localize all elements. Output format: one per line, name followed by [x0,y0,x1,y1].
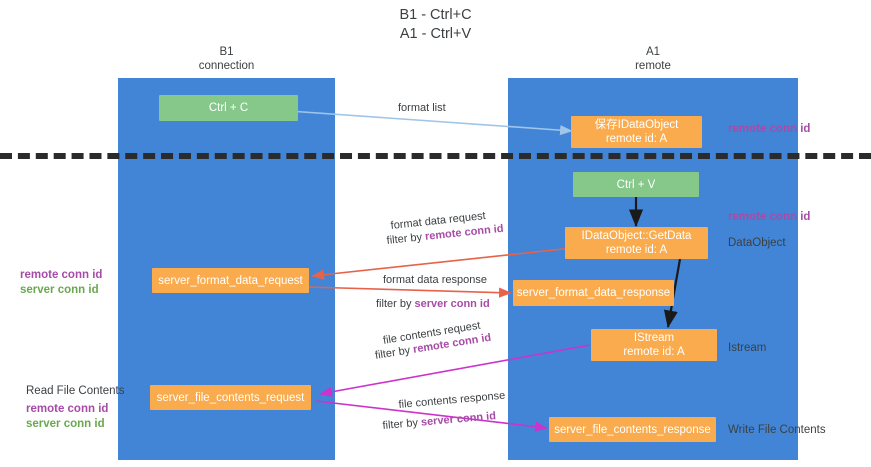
left-label-server-conn-id-2: server conn id [26,418,105,430]
node-ctrl-v[interactable]: Ctrl + V [573,172,699,197]
right-label-istream: Istream [728,342,767,354]
left-label-read-file-contents: Read File Contents [26,385,125,397]
node-server-file-contents-response[interactable]: server_file_contents_response [549,417,716,442]
node-ctrl-v-label: Ctrl + V [616,178,656,191]
filter-value-server-conn-id-2: server conn id [420,410,497,429]
column-header-b1-name: B1 [219,46,234,58]
node-istream-line-1: IStream [633,332,675,344]
filter-prefix-1: filter by [386,230,426,247]
node-server-file-contents-request-label: server_file_contents_request [156,391,305,404]
node-server-format-data-response-label: server_format_data_response [516,287,671,299]
node-istream[interactable]: IStream remote id: A [591,329,717,361]
left-label-remote-conn-id: remote conn id [20,269,103,281]
node-save-idataobject-line-2: remote id: A [605,133,668,145]
node-server-format-data-request-label: server_format_data_request [158,274,303,287]
column-header-a1-name: A1 [645,46,661,58]
node-server-file-contents-response-label: server_file_contents_response [554,423,711,436]
node-save-idataobject-line-1: 保存IDataObject [594,119,679,131]
edge-label-format-data-response: format data response [383,274,487,286]
node-idataobject-getdata[interactable]: IDataObject::GetData remote id: A [565,227,708,259]
column-header-b1-role: connection [198,60,255,72]
filter-prefix-3: filter by [374,343,415,362]
right-label-dataobject: DataObject [728,237,786,249]
node-server-file-contents-request[interactable]: server_file_contents_request [150,385,311,410]
node-idataobject-getdata-line-2: remote id: A [605,244,668,256]
edge-label-format-list: format list [398,102,446,114]
filter-prefix-4: filter by [382,416,422,432]
node-server-format-data-request[interactable]: server_format_data_request [152,268,309,293]
left-label-remote-conn-id-2: remote conn id [26,403,109,415]
right-label-remote-conn-id-mid: remote conn id [728,211,811,223]
diagram-title: B1 - Ctrl+C A1 - Ctrl+V [0,6,871,44]
node-istream-line-2: remote id: A [623,346,685,358]
node-ctrl-c[interactable]: Ctrl + C [159,95,298,121]
filter-prefix-2: filter by [376,298,415,310]
left-label-server-conn-id: server conn id [20,284,99,296]
node-server-format-data-response[interactable]: server_format_data_response [513,280,674,306]
phase-divider [0,153,871,159]
column-header-a1-role: remote [635,60,671,72]
right-label-remote-conn-id-top: remote conn id [728,123,811,135]
filter-value-server-conn-id-1: server conn id [414,298,490,310]
node-idataobject-getdata-line-1: IDataObject::GetData [581,230,692,242]
edge-label-filter-by-server-conn-id-1: filter by server conn id [376,297,490,312]
right-label-write-file-contents: Write File Contents [728,424,826,436]
diagram-title-line-2: A1 - Ctrl+V [399,26,472,42]
node-ctrl-c-label: Ctrl + C [208,102,249,114]
node-save-idataobject[interactable]: 保存IDataObject remote id: A [571,116,702,148]
diagram-title-line-1: B1 - Ctrl+C [399,7,472,23]
column-header-b1: B1 connection [118,45,335,73]
column-header-a1: A1 remote [508,45,798,73]
